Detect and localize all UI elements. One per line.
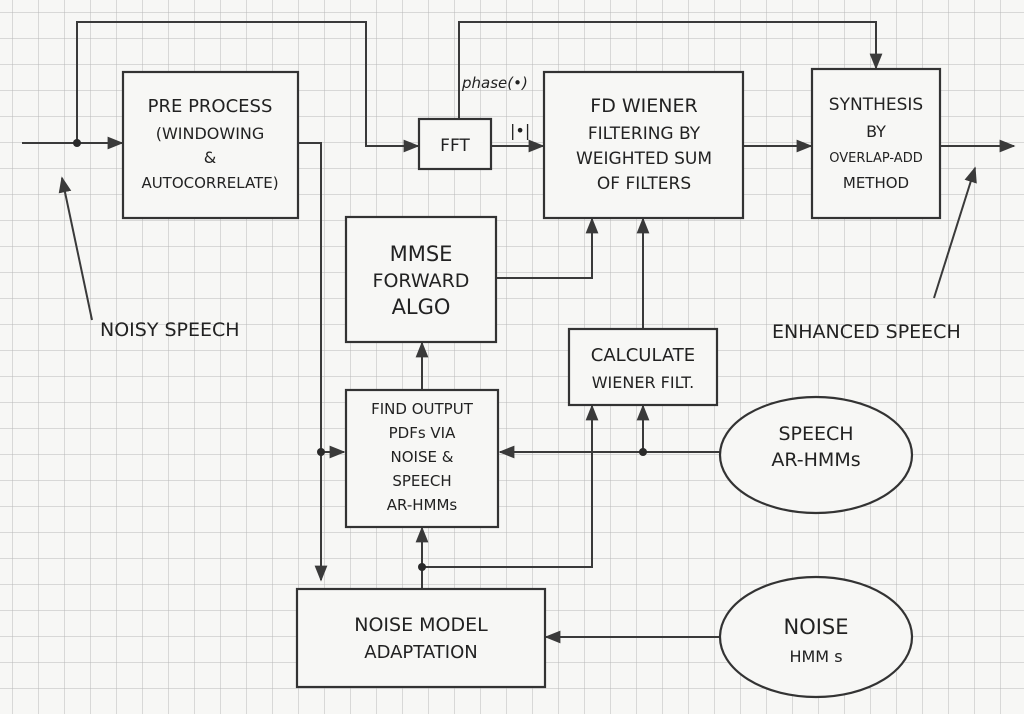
speech-hmm-text: SPEECH AR-HMMs	[771, 423, 860, 471]
synthesis-block	[810, 67, 942, 220]
junction-dot	[639, 448, 647, 456]
junction-dot	[73, 139, 81, 147]
preprocess-line: (WINDOWING	[156, 124, 265, 143]
noise-adapt-text: NOISE MODEL ADAPTATION	[354, 614, 488, 663]
magnitude-label: |•|	[510, 121, 530, 140]
synthesis-line: SYNTHESIS	[829, 95, 923, 115]
preprocess-line: AUTOCORRELATE)	[141, 174, 278, 192]
synthesis-line: METHOD	[843, 174, 909, 192]
mmse-line: ALGO	[392, 295, 451, 319]
wiener-line: OF FILTERS	[597, 174, 691, 194]
mmse-to-wiener	[497, 217, 599, 279]
phase-label: phase(•)	[461, 74, 528, 92]
calc-wiener-text: CALCULATE WIENER FILT.	[591, 345, 695, 392]
preprocess-line: &	[204, 148, 216, 167]
noise-hmm-line: NOISE	[783, 615, 848, 639]
find-output-line: AR-HMMs	[387, 496, 458, 514]
noisy-speech-label: NOISY SPEECH	[100, 319, 240, 341]
find-output-line: SPEECH	[392, 472, 451, 490]
wiener-block	[542, 70, 745, 220]
speech-hmm-ellipse	[718, 395, 914, 515]
junction-dot	[418, 563, 426, 571]
wiener-line: WEIGHTED SUM	[576, 149, 712, 169]
wiener-line: FILTERING BY	[588, 124, 701, 144]
find-output-text: FIND OUTPUT PDFs VIA NOISE & SPEECH AR-H…	[371, 400, 474, 514]
noise-hmm-line: HMM s	[789, 647, 842, 666]
find-output-line: NOISE &	[391, 448, 454, 466]
noise-adapt-line: NOISE MODEL	[354, 614, 488, 636]
preprocess-line: PRE PROCESS	[148, 96, 273, 117]
noise-adapt-block	[295, 587, 547, 689]
calc-wiener-line: CALCULATE	[591, 345, 695, 366]
synthesis-line: BY	[866, 122, 886, 141]
find-output-line: FIND OUTPUT	[371, 400, 474, 418]
calc-wiener-block	[567, 327, 719, 407]
noise-adapt-line: ADAPTATION	[364, 642, 477, 663]
adapt-to-calc	[422, 404, 599, 568]
mmse-line: FORWARD	[373, 270, 470, 292]
speech-hmm-line: SPEECH	[778, 423, 853, 445]
junction-dots	[73, 139, 647, 571]
noise-hmm-ellipse	[718, 575, 914, 699]
enhanced-pointer	[933, 166, 977, 299]
noise-hmm-text: NOISE HMM s	[783, 615, 848, 666]
wiener-line: FD WIENER	[590, 95, 697, 117]
fft-label: FFT	[440, 136, 470, 156]
mmse-line: MMSE	[390, 242, 453, 266]
mmse-block	[344, 215, 498, 344]
find-output-line: PDFs VIA	[389, 424, 456, 442]
find-output-block	[344, 388, 500, 529]
preprocess-down	[298, 142, 328, 582]
speech-hmm-line: AR-HMMs	[771, 449, 860, 471]
connectors	[22, 21, 1016, 644]
bypass-to-fft	[76, 21, 420, 153]
mmse-text: MMSE FORWARD ALGO	[373, 242, 470, 319]
wiener-text: FD WIENER FILTERING BY WEIGHTED SUM OF F…	[576, 95, 712, 194]
blocks	[121, 67, 942, 699]
enhanced-speech-label: ENHANCED SPEECH	[772, 321, 961, 343]
calc-wiener-line: WIENER FILT.	[592, 373, 695, 392]
noisy-pointer	[58, 176, 93, 321]
fft-block	[417, 117, 493, 171]
synthesis-text: SYNTHESIS BY OVERLAP-ADD METHOD	[829, 95, 923, 192]
phase-to-synthesis	[458, 21, 883, 118]
junction-dot	[317, 448, 325, 456]
synthesis-line: OVERLAP-ADD	[829, 151, 922, 166]
preprocess-text: PRE PROCESS (WINDOWING & AUTOCORRELATE)	[141, 96, 278, 192]
preprocess-block	[121, 70, 300, 220]
